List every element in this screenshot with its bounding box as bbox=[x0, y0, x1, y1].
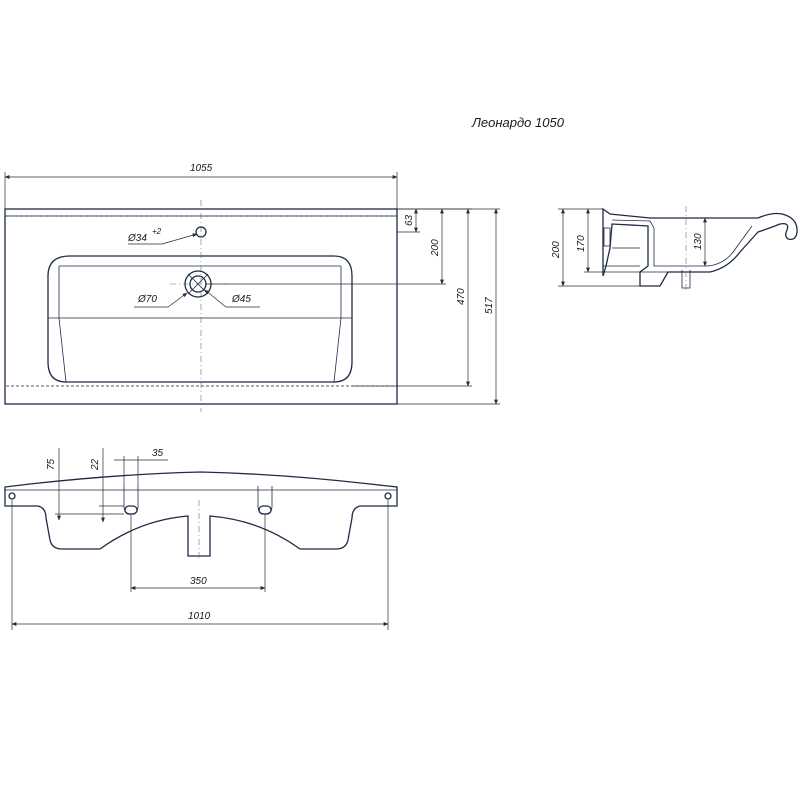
dim-front-350: 350 bbox=[190, 576, 207, 587]
drawing-title: Леонардо 1050 bbox=[471, 115, 565, 130]
dim-section-170: 170 bbox=[576, 235, 587, 252]
dim-tap-tolerance: +2 bbox=[152, 227, 162, 236]
bracket-pin-left bbox=[124, 505, 138, 515]
dim-front-35: 35 bbox=[152, 448, 164, 459]
section-inner-line bbox=[603, 219, 753, 289]
section-wall-slot bbox=[603, 227, 611, 247]
dim-517: 517 bbox=[484, 297, 495, 314]
section-profile bbox=[602, 207, 798, 287]
dim-63: 63 bbox=[404, 214, 415, 226]
bowl-slope-line bbox=[48, 265, 352, 383]
drain-cross-2 bbox=[187, 273, 209, 295]
mount-hole-left bbox=[8, 492, 16, 500]
section-view: 200 170 130 bbox=[551, 206, 798, 290]
bowl-outline bbox=[47, 255, 353, 383]
leader-drain-outer bbox=[134, 292, 188, 308]
front-profile bbox=[4, 471, 398, 557]
dim-470: 470 bbox=[456, 288, 467, 305]
dim-200-top: 200 bbox=[430, 239, 441, 257]
dim-drain-outer: Ø70 bbox=[137, 294, 157, 305]
leader-tap-hole bbox=[128, 233, 198, 245]
bracket-pin-right bbox=[258, 505, 272, 515]
dim-1055: 1055 bbox=[190, 163, 213, 174]
dim-front-1010: 1010 bbox=[188, 611, 211, 622]
mount-hole-right bbox=[384, 492, 392, 500]
dim-tap-hole: Ø34 bbox=[127, 233, 147, 244]
dim-section-130: 130 bbox=[693, 233, 704, 250]
front-view: 75 22 35 350 1010 bbox=[4, 448, 398, 630]
tap-hole bbox=[195, 226, 207, 238]
dim-front-75: 75 bbox=[46, 458, 57, 470]
dim-section-200: 200 bbox=[551, 241, 562, 259]
dim-drain-inner: Ø45 bbox=[231, 294, 251, 305]
dim-front-22: 22 bbox=[90, 458, 101, 471]
leader-drain-inner bbox=[204, 289, 260, 308]
top-view: 1055 Ø34 +2 Ø70 Ø45 63 200 470 517 bbox=[4, 163, 500, 412]
